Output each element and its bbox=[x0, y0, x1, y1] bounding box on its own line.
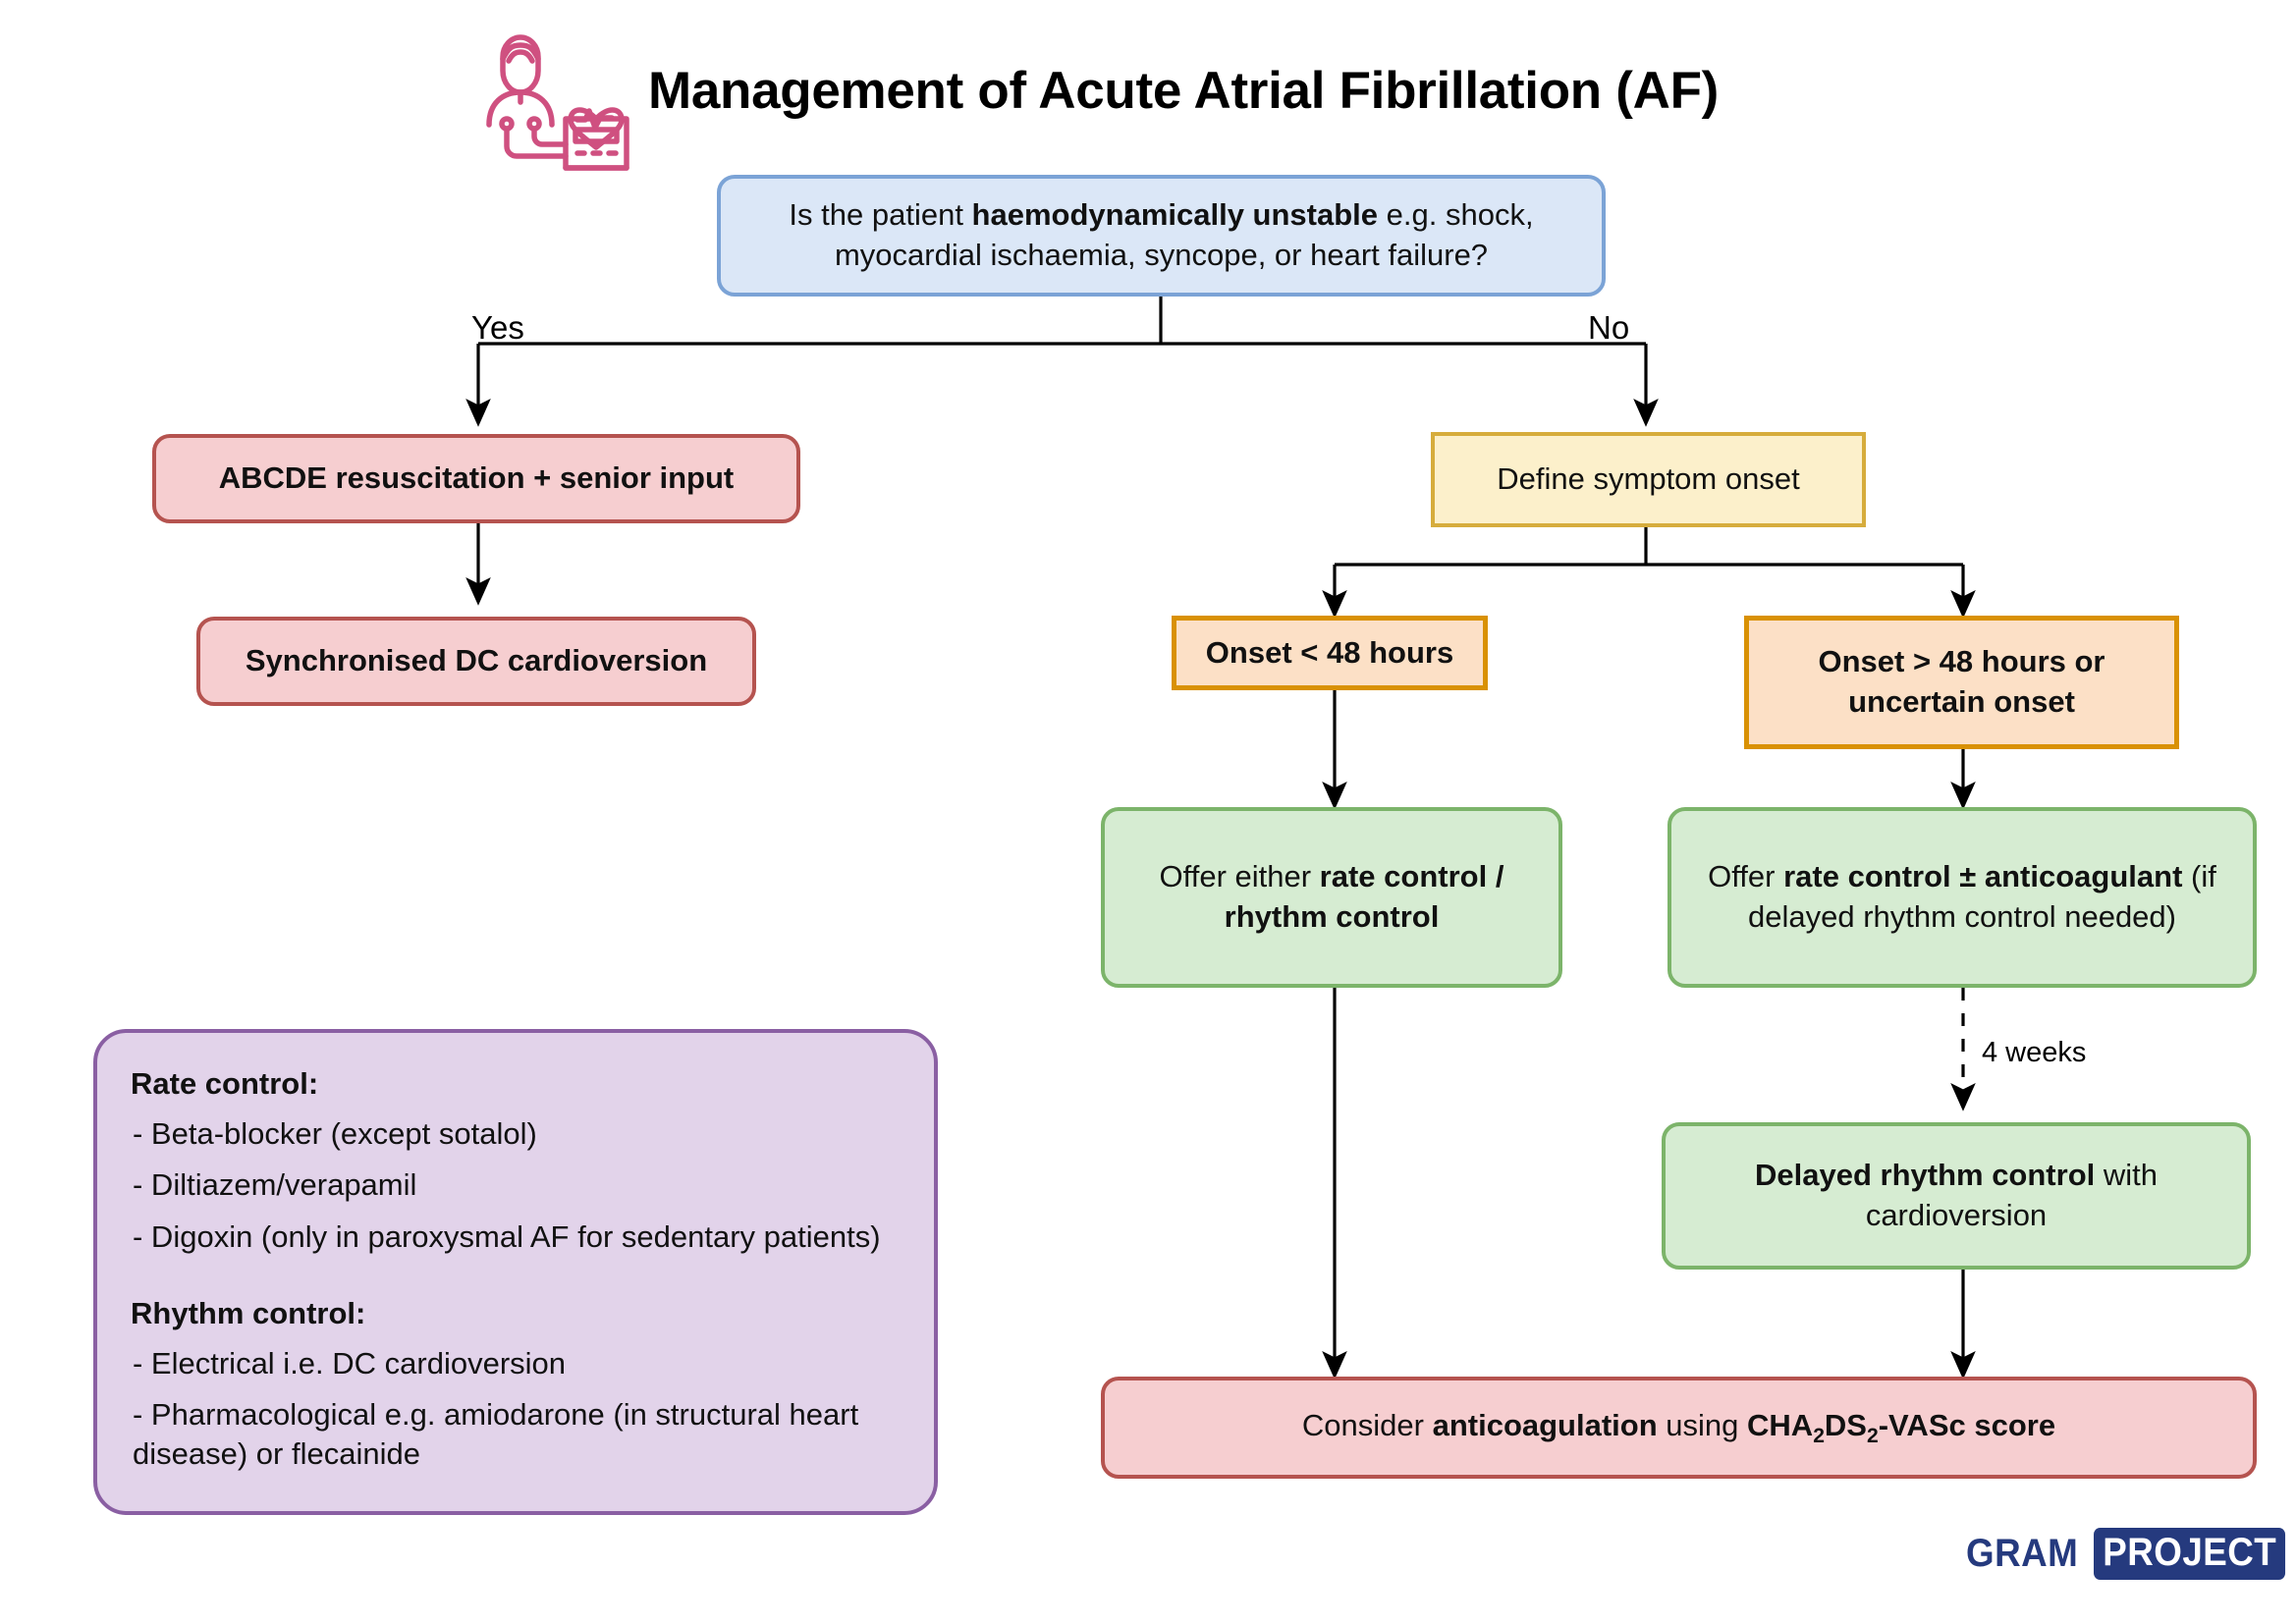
node-abcde-label: ABCDE resuscitation + senior input bbox=[218, 460, 735, 496]
decision-haemodynamic-instability[interactable]: Is the patient haemodynamically unstable… bbox=[717, 175, 1606, 297]
node-consider-anticoagulation[interactable]: Consider anticoagulation using CHA2DS2-V… bbox=[1101, 1377, 2257, 1479]
offer-either-bold: rate control / rhythm control bbox=[1224, 859, 1504, 934]
node-onset-greater-48h-or-uncertain[interactable]: Onset > 48 hours or uncertain onset bbox=[1744, 616, 2179, 749]
node-offer-rate-control-anticoagulant[interactable]: Offer rate control ± anticoagulant (if d… bbox=[1667, 807, 2257, 988]
node-onset-lt48-label: Onset < 48 hours bbox=[1205, 634, 1454, 670]
consider-anticoag-bold: anticoagulation bbox=[1432, 1407, 1658, 1442]
legend-item-rate-3: - Digoxin (only in paroxysmal AF for sed… bbox=[133, 1218, 881, 1254]
node-dc-cardioversion-label: Synchronised DC cardioversion bbox=[245, 643, 708, 678]
chadsvasc-score-text: CHA2DS2-VASc score bbox=[1747, 1407, 2056, 1447]
offer-rate-anticoag-bold: rate control ± anticoagulant bbox=[1783, 859, 2183, 894]
node-onset-gt48-line2: uncertain onset bbox=[1848, 684, 2075, 719]
legend-rate-and-rhythm-control: Rate control: - Beta-blocker (except sot… bbox=[93, 1029, 938, 1515]
branch-label-no: No bbox=[1588, 309, 1630, 346]
logo-word-project: PROJECT bbox=[2094, 1527, 2286, 1580]
node-define-onset-label: Define symptom onset bbox=[1497, 461, 1800, 497]
edge-label-four-weeks: 4 weeks bbox=[1982, 1037, 2087, 1068]
node-define-symptom-onset[interactable]: Define symptom onset bbox=[1431, 432, 1866, 527]
gram-project-logo: GRAM PROJECT bbox=[1966, 1527, 2296, 1580]
node-delayed-rhythm-control[interactable]: Delayed rhythm control with cardioversio… bbox=[1662, 1122, 2251, 1270]
branch-label-yes: Yes bbox=[471, 309, 524, 346]
node-abcde-resuscitation[interactable]: ABCDE resuscitation + senior input bbox=[152, 434, 800, 523]
node-offer-rate-or-rhythm-control[interactable]: Offer either rate control / rhythm contr… bbox=[1101, 807, 1562, 988]
decision-line1: Is the patient haemodynamically unstable… bbox=[789, 197, 1534, 233]
legend-item-rhythm-2: - Pharmacological e.g. amiodarone (in st… bbox=[133, 1397, 859, 1472]
logo-word-gram: GRAM bbox=[1966, 1531, 2079, 1575]
decision-bold-term: haemodynamically unstable bbox=[971, 197, 1379, 233]
legend-spacer bbox=[131, 1269, 901, 1294]
decision-line2: myocardial ischaemia, syncope, or heart … bbox=[834, 238, 1489, 272]
page-title: Management of Acute Atrial Fibrillation … bbox=[648, 62, 1720, 120]
clinician-with-defibrillator-icon bbox=[462, 22, 633, 174]
legend-item-rhythm-1: - Electrical i.e. DC cardioversion bbox=[133, 1345, 567, 1380]
node-synchronised-dc-cardioversion[interactable]: Synchronised DC cardioversion bbox=[196, 617, 756, 706]
delayed-rhythm-bold: Delayed rhythm control bbox=[1755, 1158, 2096, 1193]
node-onset-less-than-48h[interactable]: Onset < 48 hours bbox=[1172, 616, 1488, 690]
legend-item-rate-2: - Diltiazem/verapamil bbox=[133, 1167, 417, 1203]
legend-rate-control-heading: Rate control: bbox=[131, 1066, 319, 1101]
legend-rhythm-control-heading: Rhythm control: bbox=[131, 1295, 366, 1330]
legend-item-rate-1: - Beta-blocker (except sotalol) bbox=[133, 1115, 537, 1151]
node-onset-gt48-line1: Onset > 48 hours or bbox=[1818, 644, 2105, 679]
